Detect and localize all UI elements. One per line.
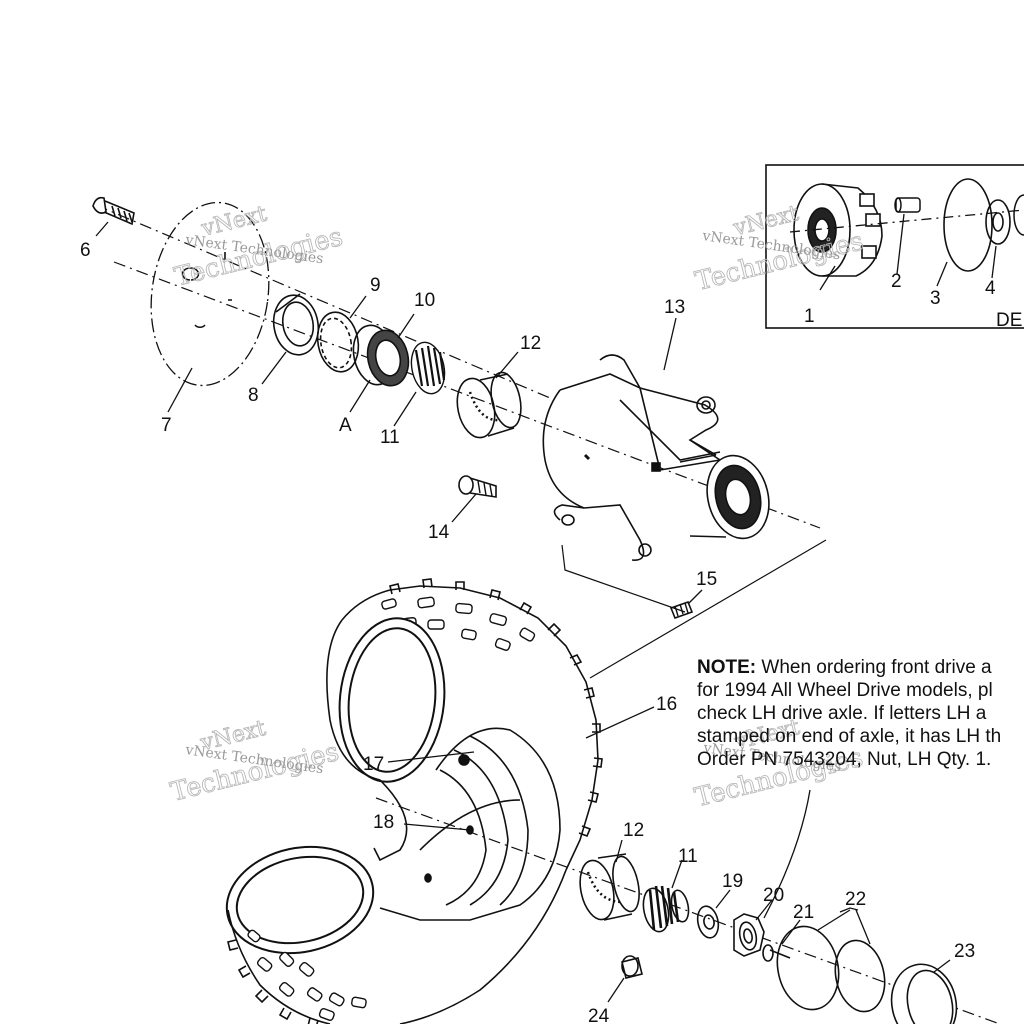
part-7-brake-disc	[150, 201, 270, 387]
detail-part-3-ring	[943, 178, 993, 272]
part-19-washer	[696, 905, 720, 939]
part-15-stud	[669, 600, 694, 620]
callout-21: 21	[793, 902, 814, 923]
callout-7: 7	[161, 415, 172, 436]
callout-A: A	[339, 415, 352, 436]
callout-12-lower: 12	[623, 820, 644, 841]
callout-14: 14	[428, 522, 450, 543]
detail-inset	[765, 164, 1024, 329]
part-11-bearing-lower	[642, 885, 690, 933]
callout-22: 22	[845, 889, 866, 910]
callout-6: 6	[80, 240, 91, 261]
part-24-stud	[621, 955, 643, 979]
callout-17: 17	[363, 754, 384, 775]
callout-11-lower: 11	[678, 846, 698, 867]
note-line-3: check LH drive axle. If letters LH a	[697, 703, 987, 724]
callout-2: 2	[891, 271, 902, 292]
note-text-1: When ordering front drive a	[761, 657, 992, 678]
part-6-bolt	[92, 196, 135, 226]
callout-18: 18	[373, 812, 394, 833]
callout-13: 13	[664, 297, 685, 318]
part-8-seal	[272, 293, 320, 356]
detail-part-2-pin	[894, 197, 921, 213]
part-12-bearing-cup-upper	[456, 371, 522, 439]
detail-part-1-hub	[793, 183, 883, 277]
callout-10: 10	[414, 290, 435, 311]
part-23-hub-cap	[890, 963, 958, 1024]
callout-1: 1	[804, 306, 815, 327]
note-line-5: Order PN 7543204, Nut, LH Qty. 1.	[697, 749, 992, 770]
part-21-cotter-pin	[762, 944, 791, 962]
callout-labels: 1 2 3 4 6 7 8 9 10 A 11 12 13 14 15 16 1…	[80, 240, 1022, 1024]
callout-16: 16	[656, 694, 677, 715]
part-9-snap-ring	[316, 311, 360, 373]
callout-11: 11	[380, 427, 400, 448]
detail-label: DE	[996, 310, 1022, 331]
note-line-1: NOTE: When ordering front drive a	[697, 656, 1024, 679]
callout-20: 20	[763, 885, 784, 906]
part-22-o-rings	[776, 925, 886, 1013]
note-line-2: for 1994 All Wheel Drive models, pl	[697, 680, 993, 701]
callout-24: 24	[588, 1006, 610, 1024]
leader-lines	[95, 221, 951, 1003]
note-heading: NOTE:	[697, 657, 757, 678]
part-13-wheel-hub	[542, 354, 770, 561]
callout-9: 9	[370, 275, 381, 296]
part-14-bolt	[458, 475, 497, 498]
ordering-note: NOTE: When ordering front drive a for 19…	[697, 656, 1024, 771]
part-16-tire	[225, 578, 603, 1024]
part-10-bearing-cone	[410, 341, 446, 395]
part-20-nut	[733, 913, 765, 957]
detail-part-4-washer	[985, 199, 1011, 245]
callout-8: 8	[248, 385, 259, 406]
callout-23: 23	[954, 941, 975, 962]
callout-15: 15	[696, 569, 717, 590]
callout-19: 19	[722, 871, 743, 892]
callout-12: 12	[520, 333, 541, 354]
callout-3: 3	[930, 288, 941, 309]
callout-4: 4	[985, 278, 996, 299]
part-a-cage	[352, 324, 410, 387]
note-line-4: stamped on end of axle, it has LH th	[697, 726, 1002, 747]
part-12-bearing-cup-lower	[579, 853, 640, 921]
